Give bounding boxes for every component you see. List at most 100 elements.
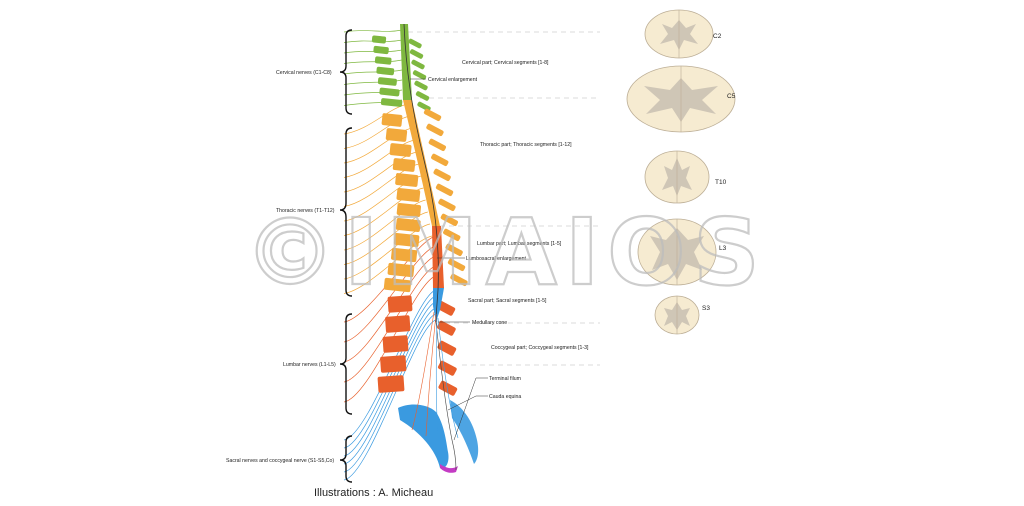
spinous-process <box>431 153 449 167</box>
coccyx <box>440 464 458 473</box>
spinal-nerve <box>343 223 431 280</box>
section-label-c5: C5 <box>727 93 736 100</box>
vertebral-body <box>389 143 412 157</box>
spinal-nerve <box>343 151 417 193</box>
vertebral-body <box>382 335 409 353</box>
spinal-nerve <box>343 211 428 265</box>
vertebral-body <box>396 202 422 218</box>
bracket-cervical <box>339 29 353 115</box>
spinal-nerve <box>343 59 403 64</box>
brackets <box>339 29 353 483</box>
vertebral-body <box>387 262 415 278</box>
cross-section-l3 <box>637 218 717 286</box>
watermark: ©IMAIOS <box>244 199 768 306</box>
sacrum <box>398 404 449 469</box>
label-lumbar-nerves: Lumbar nerves (L1-L5) <box>283 362 336 368</box>
bracket-thoracic <box>339 127 353 297</box>
cord-sacral <box>433 288 444 322</box>
vertebral-body <box>381 113 403 127</box>
label-medullary-cone: Medullary cone <box>472 320 507 326</box>
leader-lines <box>410 78 488 441</box>
label-terminal-filum: Terminal filum <box>489 376 521 382</box>
vertebral-body <box>380 355 407 373</box>
vertebral-body <box>396 188 421 202</box>
vertebral-bodies <box>371 35 422 393</box>
spinal-nerve <box>343 79 403 85</box>
label-lumbar-part: Lumbar part; Lumbar segments [1-5] <box>477 241 562 247</box>
vertebral-body <box>374 56 392 65</box>
spinous-process <box>428 138 446 152</box>
spinous-process <box>438 198 456 212</box>
label-lumbosacral-enlargement: Lumbosacral enlargement <box>466 256 527 262</box>
spinous-process <box>437 360 457 376</box>
spinous-process <box>447 258 466 272</box>
section-label-l3: L3 <box>719 245 727 252</box>
vertebral-body <box>391 247 418 263</box>
bracket-lumbar <box>339 313 353 415</box>
spinal-nerve <box>343 245 437 343</box>
spinous-process <box>438 380 458 396</box>
vertebral-body <box>393 232 420 248</box>
vertebral-body <box>371 35 387 44</box>
spinous-process <box>408 38 422 49</box>
spinous-process <box>436 320 456 336</box>
cross-section-c2 <box>644 9 714 59</box>
spinal-nerve <box>343 313 437 473</box>
section-label-t10: T10 <box>715 179 727 186</box>
vertebral-body <box>373 45 389 55</box>
cross-section-t10 <box>644 150 710 204</box>
spinous-process <box>414 80 428 91</box>
spinous-process <box>445 243 463 257</box>
spinous-process <box>443 228 461 242</box>
cord-outline <box>403 23 439 323</box>
spinal-nerve <box>343 29 403 33</box>
section-label-c2: C2 <box>713 33 722 40</box>
section-label-s3: S3 <box>702 305 710 312</box>
label-sacral-part: Sacral part; Sacral segments [1-5] <box>468 298 547 304</box>
spinous-processes <box>408 38 468 396</box>
label-cervical-part: Cervical part; Cervical segments [1-8] <box>462 60 549 66</box>
label-thoracic-nerves: Thoracic nerves (T1-T12) <box>276 208 335 214</box>
label-cervical-enlargement: Cervical enlargement <box>428 77 478 83</box>
spinal-cord <box>400 23 444 323</box>
cord-thoracic <box>403 100 440 226</box>
cauda-equina <box>411 311 459 471</box>
spinous-process <box>440 213 458 227</box>
label-cauda-equina: Cauda equina <box>489 394 521 400</box>
vertebral-body <box>383 277 412 293</box>
spinous-process <box>437 340 457 356</box>
spinal-nerve <box>343 319 437 481</box>
sacral-crest <box>450 400 479 464</box>
vertebral-body <box>377 375 405 393</box>
vertebral-body <box>380 98 403 107</box>
vertebral-body <box>379 87 400 97</box>
spinous-process <box>423 108 442 122</box>
label-coccygeal-part: Coccygeal part; Coccygeal segments [1-3] <box>491 345 589 351</box>
vertebral-body <box>385 315 411 333</box>
vertebral-body <box>377 77 397 86</box>
spinous-process <box>409 49 424 59</box>
illustration-credit: Illustrations : A. Micheau <box>314 487 433 499</box>
guide-lines <box>408 31 600 366</box>
spinal-nerve <box>343 127 413 164</box>
spinal-nerve <box>343 199 426 251</box>
vertebral-body <box>376 66 395 76</box>
label-cervical-nerves: Cervical nerves (C1-C8) <box>276 70 332 76</box>
vertebral-body <box>392 158 416 172</box>
spinous-process <box>412 70 427 80</box>
spinous-process <box>415 91 430 101</box>
cross-section-s3 <box>654 295 700 335</box>
spinous-process <box>433 168 451 182</box>
spinous-process <box>450 273 468 287</box>
spinal-nerve <box>343 139 415 178</box>
spinous-process <box>426 123 444 137</box>
vertebral-body <box>395 217 421 233</box>
spinal-nerve <box>343 103 409 135</box>
spinous-process <box>435 183 454 197</box>
label-thoracic-part: Thoracic part; Thoracic segments [1-12] <box>480 142 572 148</box>
spinal-nerve <box>343 115 411 149</box>
spinous-process <box>411 59 425 70</box>
vertebral-body <box>385 128 408 142</box>
vertebral-body <box>387 295 413 313</box>
